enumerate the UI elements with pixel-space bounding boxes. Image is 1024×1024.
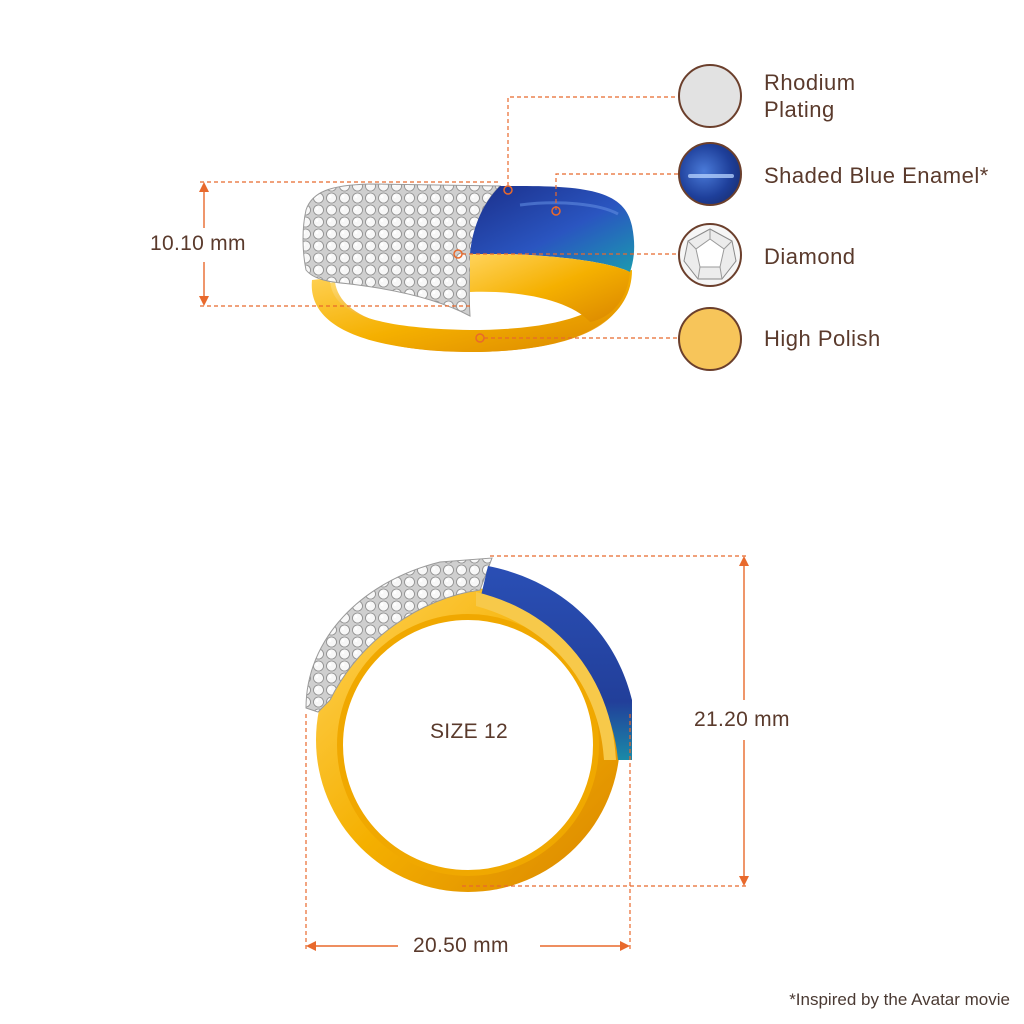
dimension-outer-height: 21.20 mm xyxy=(694,708,790,731)
pave-arc xyxy=(305,557,493,713)
legend-label-enamel: Shaded Blue Enamel* xyxy=(764,163,989,188)
guide-lines xyxy=(200,96,748,950)
gold-side-wall xyxy=(470,254,630,322)
high-polish-swatch xyxy=(678,307,742,371)
arrow-width-right xyxy=(620,941,630,951)
enamel-arc xyxy=(480,566,632,760)
legend-label-diamond: Diamond xyxy=(764,244,856,269)
marker-enamel xyxy=(551,206,561,216)
diamond-swatch xyxy=(678,223,742,287)
dimension-height-top: 10.10 mm xyxy=(150,232,246,255)
pave-diamond-section xyxy=(302,183,502,317)
dimension-outer-width: 20.50 mm xyxy=(413,934,509,957)
ring-inner-edge xyxy=(337,614,599,876)
marker-diamond xyxy=(453,249,463,259)
arrow-top-up xyxy=(199,182,209,192)
marker-rhodium xyxy=(503,185,513,195)
blue-enamel-swatch xyxy=(678,142,742,206)
ring-front-view xyxy=(305,557,632,892)
leader-enamel xyxy=(555,173,680,210)
ring-top-view xyxy=(302,183,635,352)
legend-item-polish: High Polish xyxy=(678,307,1018,377)
markers xyxy=(453,185,561,343)
gold-bevel xyxy=(476,592,616,760)
legend-label-rhodium: Rhodium Plating xyxy=(764,70,856,122)
enamel-highlight xyxy=(519,201,619,216)
legend-item-enamel: Shaded Blue Enamel* xyxy=(678,142,1018,212)
rhodium-plating-swatch xyxy=(678,64,742,128)
arrow-top-down xyxy=(199,296,209,306)
footnote: *Inspired by the Avatar movie xyxy=(789,990,1010,1009)
legend-item-rhodium: Rhodium Plating xyxy=(678,64,1018,134)
marker-polish xyxy=(475,333,485,343)
arrow-height-down xyxy=(739,876,749,886)
diamond-icon xyxy=(683,228,737,280)
ring-inner-hole xyxy=(340,617,596,873)
ring-size-label: SIZE 12 xyxy=(430,720,508,743)
legend-label-polish: High Polish xyxy=(764,326,881,351)
arrow-width-left xyxy=(306,941,316,951)
ring-band-front xyxy=(311,270,632,352)
leader-rhodium xyxy=(507,96,680,186)
arrow-height-up xyxy=(739,556,749,566)
dimension-arrows xyxy=(199,182,749,951)
legend-item-diamond: Diamond xyxy=(678,223,1018,293)
